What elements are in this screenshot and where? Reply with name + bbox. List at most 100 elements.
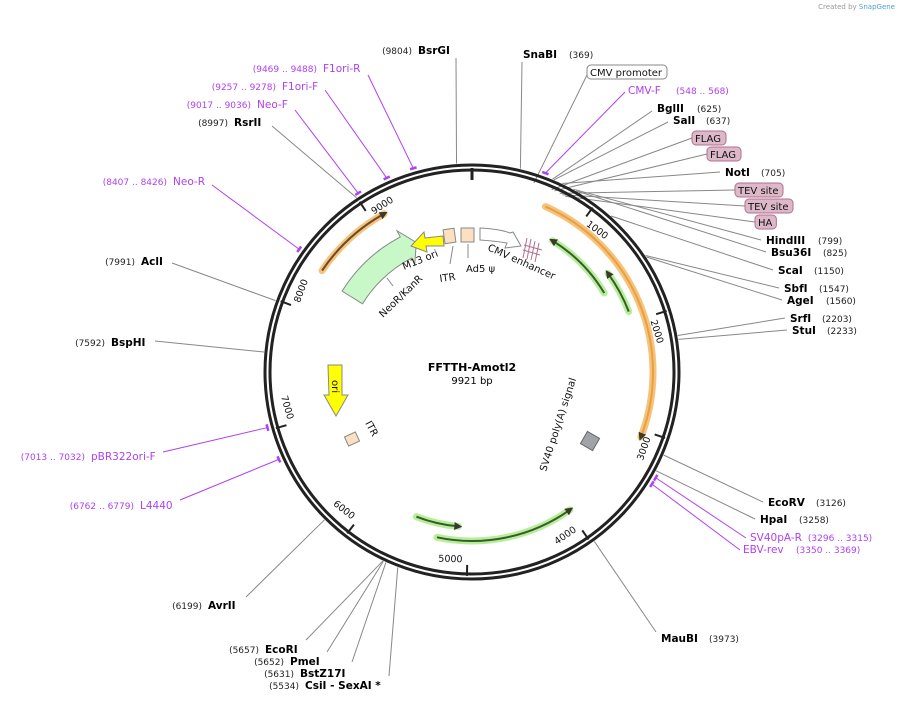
ruler-tick xyxy=(655,309,667,316)
primer-name[interactable]: L4440 xyxy=(140,500,173,512)
enzyme-leader-line xyxy=(455,57,458,164)
enzyme-leader-line xyxy=(326,561,384,653)
enzyme-position: (6199) xyxy=(172,602,202,612)
cmv-enhancer-feature[interactable] xyxy=(479,227,522,249)
misc-arc-3[interactable] xyxy=(412,513,463,531)
restriction-cluster xyxy=(522,237,543,263)
enzyme-name[interactable]: PmeI xyxy=(290,656,320,668)
feature-leader-line xyxy=(559,189,736,194)
enzyme-name[interactable]: AgeI xyxy=(787,295,814,307)
enzyme-leader-line xyxy=(171,262,276,302)
primer-name[interactable]: pBR322ori-F xyxy=(91,451,156,463)
feature-box-label: FLAG xyxy=(710,150,736,161)
enzyme-name[interactable]: EcoRV xyxy=(768,497,806,509)
sv40-polya-feature[interactable] xyxy=(579,430,601,452)
enzyme-leader-line xyxy=(388,567,399,677)
ruler-tick xyxy=(280,300,292,307)
feature-box[interactable] xyxy=(744,198,794,214)
enzyme-leader-line xyxy=(610,215,774,271)
primer-range: (6762 .. 6779) xyxy=(70,502,134,512)
enzyme-leader-line xyxy=(677,317,786,336)
primer-binding-mark xyxy=(354,190,362,197)
primer-name[interactable]: SV40pA-R xyxy=(750,532,802,544)
neo-kanr-feature[interactable] xyxy=(341,229,417,305)
backbone-outer xyxy=(263,163,681,581)
itr-left-feature[interactable] xyxy=(343,431,361,447)
orf-arc-right[interactable] xyxy=(541,203,657,441)
primer-range: (7013 .. 7032) xyxy=(21,453,85,463)
itr-left-label: ITR xyxy=(362,419,379,438)
enzyme-name[interactable]: BstZ17I xyxy=(300,668,345,680)
enzyme-position: (1560) xyxy=(826,297,856,307)
enzyme-name[interactable]: BsrGI xyxy=(418,45,450,57)
primer-leader-line xyxy=(179,458,280,501)
enzyme-position: (2233) xyxy=(827,327,857,337)
primer-range: (3350 .. 3369) xyxy=(796,546,860,556)
ruler-tick xyxy=(581,529,590,540)
feature-leader-line xyxy=(554,153,708,192)
enzyme-position: (637) xyxy=(706,117,730,127)
primer-leader-line xyxy=(655,477,747,539)
enzyme-name[interactable]: MauBI xyxy=(661,633,698,645)
enzyme-name[interactable]: SrfI xyxy=(790,313,811,325)
ruler-tick xyxy=(275,424,287,430)
enzyme-position: (9804) xyxy=(382,47,412,57)
itr-top-feature[interactable] xyxy=(442,227,457,245)
m13-ori-feature[interactable] xyxy=(410,230,445,253)
ori-feature[interactable] xyxy=(323,364,349,418)
feature-box[interactable] xyxy=(586,64,668,80)
orf-arc-left[interactable] xyxy=(318,210,388,275)
feature-box-label: HA xyxy=(758,218,773,229)
ad5-psi-feature[interactable] xyxy=(460,227,475,243)
feature-box[interactable] xyxy=(691,130,727,146)
enzyme-leader-line xyxy=(552,110,653,180)
feature-box-label: FLAG xyxy=(695,134,721,145)
enzyme-leader-line xyxy=(305,560,384,641)
feature-box[interactable] xyxy=(754,214,777,230)
primer-name[interactable]: Neo-F xyxy=(257,99,288,111)
enzyme-position: (3258) xyxy=(799,516,829,526)
enzyme-name[interactable]: AclI xyxy=(141,256,163,268)
enzyme-name[interactable]: ScaI xyxy=(778,265,803,277)
feature-box-label: CMV promoter xyxy=(590,68,663,79)
enzyme-leader-line xyxy=(593,541,657,633)
primer-range: (3296 .. 3315) xyxy=(808,534,872,544)
enzyme-name[interactable]: NotI xyxy=(725,167,750,179)
primer-name[interactable]: CMV-F xyxy=(628,85,661,97)
primer-name[interactable]: F1ori-R xyxy=(323,63,360,75)
primer-name[interactable]: EBV-rev xyxy=(743,544,784,556)
credit-prefix: Created by xyxy=(818,3,857,11)
primer-binding-mark xyxy=(265,423,270,432)
enzyme-leader-line xyxy=(645,255,780,289)
primer-binding-mark xyxy=(652,474,659,482)
enzyme-leader-line xyxy=(678,329,788,340)
enzyme-name[interactable]: SalI xyxy=(673,115,695,127)
enzyme-name[interactable]: BglII xyxy=(657,103,684,115)
primer-binding-mark xyxy=(383,175,391,181)
primer-leader-line xyxy=(162,427,268,453)
plasmid-name: FFTTH-Amotl2 xyxy=(428,361,516,374)
primer-name[interactable]: Neo-R xyxy=(173,176,205,188)
misc-arc-2[interactable] xyxy=(604,269,633,316)
feature-box[interactable] xyxy=(706,146,742,162)
enzyme-position: (7592) xyxy=(75,339,105,349)
enzyme-name[interactable]: SbfI xyxy=(784,283,808,295)
misc-arc-4[interactable] xyxy=(433,506,574,545)
enzyme-name[interactable]: EcoRI xyxy=(265,644,298,656)
ruler-label: 5000 xyxy=(438,554,462,566)
enzyme-name[interactable]: AvrII xyxy=(208,600,236,612)
enzyme-name[interactable]: BspHI xyxy=(111,337,145,349)
enzyme-name[interactable]: CsiI - SexAI * xyxy=(305,680,381,692)
enzyme-name[interactable]: HpaI xyxy=(760,514,787,526)
primer-name[interactable]: F1ori-F xyxy=(282,81,318,93)
enzyme-name[interactable]: RsrII xyxy=(234,117,261,129)
misc-arc-1[interactable] xyxy=(549,237,608,297)
feature-leader-line xyxy=(562,194,746,207)
enzyme-name[interactable]: SnaBI xyxy=(523,49,557,61)
primer-range: (9469 .. 9488) xyxy=(253,65,317,75)
feature-box[interactable] xyxy=(734,182,784,198)
ruler-label: 4000 xyxy=(553,524,579,547)
enzyme-name[interactable]: StuI xyxy=(792,325,816,337)
enzyme-name[interactable]: Bsu36I xyxy=(771,247,811,259)
enzyme-name[interactable]: HindIII xyxy=(766,235,805,247)
